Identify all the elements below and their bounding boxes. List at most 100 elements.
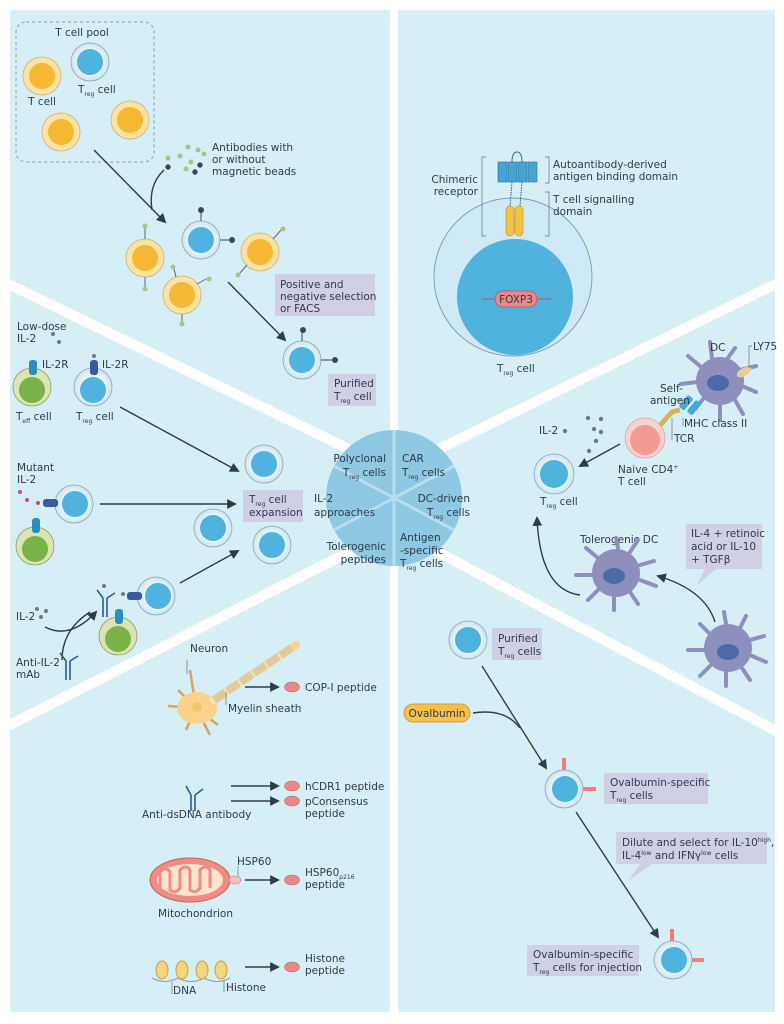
hub-sector-antigen-specific[interactable]: Antigen -specific Treg cells [399,532,444,572]
peptide-icon [284,961,300,973]
immature-dc-icon [686,610,768,688]
teff-cell-icon [15,518,55,566]
label-text: reg [255,501,265,508]
label-text: DC-driven [418,493,470,505]
label-text: magnetic beads [212,166,296,178]
label-text: cells [711,850,738,862]
label-text: T [15,411,23,423]
label-text: reg [539,969,549,976]
t-cell-icon [110,100,150,140]
injection-treg-icon [653,929,704,980]
label-text: Histone [226,982,266,994]
arrow-ova-to-injection [575,811,660,939]
label-text: cell [350,391,371,403]
arrow-tolerogenic-to-treg [532,516,581,596]
label-text: T [333,391,341,403]
t-cell-pool-title: T cell pool [54,27,109,39]
dc-section: DC LY75 Self- antigen MHC class II TCR N… [532,340,777,688]
label-text: T [75,411,83,423]
label-text: reg [546,503,556,510]
hub-sector-il2-approaches[interactable]: IL-2 approaches [314,493,375,519]
label-text: T [399,558,407,570]
label-text: Treg cells [497,646,541,660]
label-text: LY75 [753,341,777,353]
label-text: Treg cell [539,496,578,510]
label-text: cells [418,467,445,479]
ovalbumin-pill[interactable] [403,703,471,723]
label-text: T cell [617,476,646,488]
label-text: low [701,850,711,857]
polyclonal-section: T cell pool T cell Treg cell Antibodies … [15,21,376,406]
purified-cells-label-box [492,628,542,660]
label-text: Histone [305,953,345,965]
label-text: cells [514,646,541,658]
t-cell-icon [41,112,81,152]
label-text: T [248,494,256,506]
divider-upper-left [0,275,395,475]
label-text: Mitochondrion [158,908,233,920]
label-text: IL-2 [539,425,558,437]
label-text: IL-2 [17,474,36,486]
peptides-section: Neuron Myelin sheath COP-I peptide Anti-… [142,641,384,997]
label-text: expansion [249,507,303,519]
label-text: or without [212,154,266,166]
label-text: and IFNγ [651,850,701,862]
mitochondrion-icon [149,857,242,903]
label-text: receptor [434,186,479,198]
label-text: Ovalbumin-specific [533,949,634,961]
label-text: IL-4 + retinoic [691,528,765,540]
label-text: IL-2 [16,611,35,623]
label-text: or FACS [280,303,320,315]
label-text: reg [408,474,418,481]
label-text: IL-2R [42,359,69,371]
label-text: Treg cell [77,84,116,98]
cytokines-label-box [686,524,762,569]
label-text: reg [340,398,350,405]
label-text: Tolerogenic [326,541,387,553]
label-text: T [609,790,617,802]
label-text: Treg cells [342,467,386,481]
label-text: + TGFβ [691,554,730,566]
label-text: cells [359,467,386,479]
peptide-icon [284,681,300,693]
label-text: p216 [339,874,354,881]
hub-sector-car[interactable]: CAR Treg cells [401,453,445,481]
label-text: Autoantibody-derived [553,159,667,171]
hub-sector-dc-driven[interactable]: DC-driven Treg cells [418,493,470,521]
label-text: T [532,962,540,974]
label-text: negative selection [280,291,376,303]
label-text: cell [30,411,51,423]
label-text: Dilute and select for IL-10 [622,837,758,849]
treg-cell-icon [73,354,113,407]
label-text: Treg cells [426,507,470,521]
il2-section: Low-dose IL-2 IL-2R Teff cell IL-2R Treg… [12,321,303,681]
purified-treg-icon [282,327,338,380]
peptide-icon [284,795,300,807]
label-text: IL-4low and IFNγlow cells [622,850,738,862]
label-text: Treg cells [609,790,653,804]
hub-sector-polyclonal[interactable]: Polyclonal Treg cells [333,453,386,481]
peptide-icon [284,874,300,886]
label-text: T cell [27,96,56,108]
purified-treg-icon [448,620,488,660]
label-text: mAb [16,669,40,681]
car-section: FOXP3 Chimeric receptor Autoantibody-der… [431,151,678,377]
injection-label-box [527,945,639,976]
label-text: T [539,496,547,508]
il2-dots-icon [562,415,604,454]
label-text: Naive CD4+ [618,464,678,476]
antibody-dots-icon [165,144,207,175]
label-text: T [426,507,434,519]
label-text: hCDR1 peptide [305,781,384,793]
label-text: Treg cell [248,494,287,508]
label-text: peptides [341,554,386,566]
label-text: antigen [650,395,690,407]
label-text: domain [553,206,592,218]
antibody-icon [59,652,79,680]
label-text: cell [92,411,113,423]
label-text: -specific [400,545,444,557]
label-text: cell [265,494,286,506]
label-text: Purified [498,633,538,645]
hub-sector-tolerogenic-peptides[interactable]: Tolerogenic peptides [326,541,387,566]
label-text: reg [84,91,94,98]
